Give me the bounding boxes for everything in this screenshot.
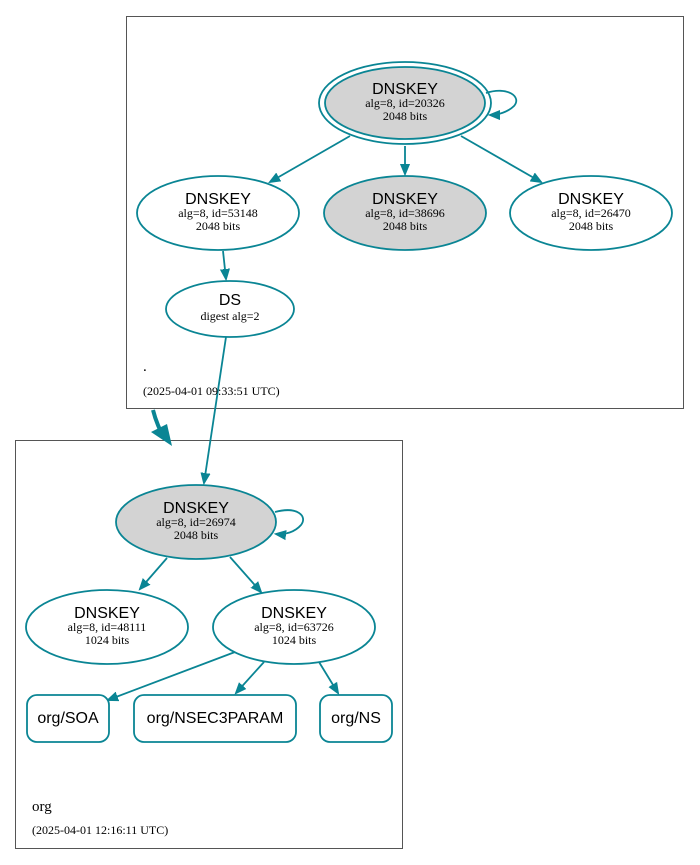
node-size-label: 1024 bits bbox=[85, 633, 130, 647]
node-org-ds[interactable]: DS digest alg=2 bbox=[165, 280, 295, 338]
node-type-label: DNSKEY bbox=[163, 500, 229, 517]
edge-63726-to-nsec3param bbox=[236, 661, 265, 693]
node-type-label: DNSKEY bbox=[185, 191, 251, 208]
node-size-label: 2048 bits bbox=[569, 219, 614, 233]
edge-63726-to-soa bbox=[108, 651, 236, 700]
node-size-label: 2048 bits bbox=[383, 219, 428, 233]
zone-root-timestamp: (2025-04-01 09:33:51 UTC) bbox=[143, 384, 280, 398]
node-type-label: DNSKEY bbox=[74, 605, 140, 622]
node-detail-label: alg=8, id=26974 bbox=[156, 515, 236, 529]
edge-ds-to-org-ksk bbox=[204, 336, 227, 483]
zone-root-name: . bbox=[143, 359, 147, 375]
rrset-label: org/NS bbox=[331, 710, 381, 727]
node-org-soa[interactable]: org/SOA bbox=[26, 694, 110, 743]
node-detail-label: alg=8, id=48111 bbox=[68, 620, 147, 634]
node-type-label: DNSKEY bbox=[558, 191, 624, 208]
node-type-label: DNSKEY bbox=[372, 81, 438, 98]
node-root-zsk-26470[interactable]: DNSKEY alg=8, id=26470 2048 bits bbox=[509, 175, 673, 251]
node-detail-label: digest alg=2 bbox=[200, 309, 259, 323]
node-root-ksk-20326[interactable]: DNSKEY alg=8, id=20326 2048 bits bbox=[318, 61, 492, 145]
zone-delegation-arrow bbox=[151, 409, 172, 446]
node-size-label: 2048 bits bbox=[196, 219, 241, 233]
edge-ksk-to-53148 bbox=[270, 135, 351, 182]
edge-org-ksk-to-48111 bbox=[140, 557, 168, 589]
zone-org-name: org bbox=[32, 799, 52, 815]
node-detail-label: alg=8, id=38696 bbox=[365, 206, 445, 220]
node-size-label: 1024 bits bbox=[272, 633, 317, 647]
edge-ksk-self-loop bbox=[485, 89, 517, 115]
edge-63726-to-ns bbox=[318, 661, 338, 693]
zone-org-timestamp: (2025-04-01 12:16:11 UTC) bbox=[32, 823, 168, 837]
node-org-nsec3param[interactable]: org/NSEC3PARAM bbox=[133, 694, 297, 743]
node-root-zsk-53148[interactable]: DNSKEY alg=8, id=53148 2048 bits bbox=[136, 175, 300, 251]
rrset-label: org/NSEC3PARAM bbox=[147, 710, 284, 727]
edge-53148-to-ds bbox=[223, 250, 226, 279]
node-type-label: DNSKEY bbox=[261, 605, 327, 622]
node-org-ksk-26974[interactable]: DNSKEY alg=8, id=26974 2048 bits bbox=[115, 484, 277, 560]
node-detail-label: alg=8, id=20326 bbox=[365, 96, 445, 110]
rrset-label: org/SOA bbox=[37, 710, 99, 727]
edge-ksk-to-26470 bbox=[460, 135, 541, 182]
edge-org-ksk-to-63726 bbox=[229, 556, 261, 592]
node-detail-label: alg=8, id=26470 bbox=[551, 206, 631, 220]
node-org-zsk-48111[interactable]: DNSKEY alg=8, id=48111 1024 bits bbox=[25, 589, 189, 665]
node-detail-label: alg=8, id=63726 bbox=[254, 620, 334, 634]
node-detail-label: alg=8, id=53148 bbox=[178, 206, 258, 220]
node-root-ksk-38696[interactable]: DNSKEY alg=8, id=38696 2048 bits bbox=[323, 175, 487, 251]
node-type-label: DNSKEY bbox=[372, 191, 438, 208]
node-org-ns[interactable]: org/NS bbox=[319, 694, 393, 743]
node-size-label: 2048 bits bbox=[383, 109, 428, 123]
edge-org-ksk-self-loop bbox=[275, 509, 304, 534]
node-org-zsk-63726[interactable]: DNSKEY alg=8, id=63726 1024 bits bbox=[212, 589, 376, 665]
node-type-label: DS bbox=[219, 292, 241, 309]
node-size-label: 2048 bits bbox=[174, 528, 219, 542]
